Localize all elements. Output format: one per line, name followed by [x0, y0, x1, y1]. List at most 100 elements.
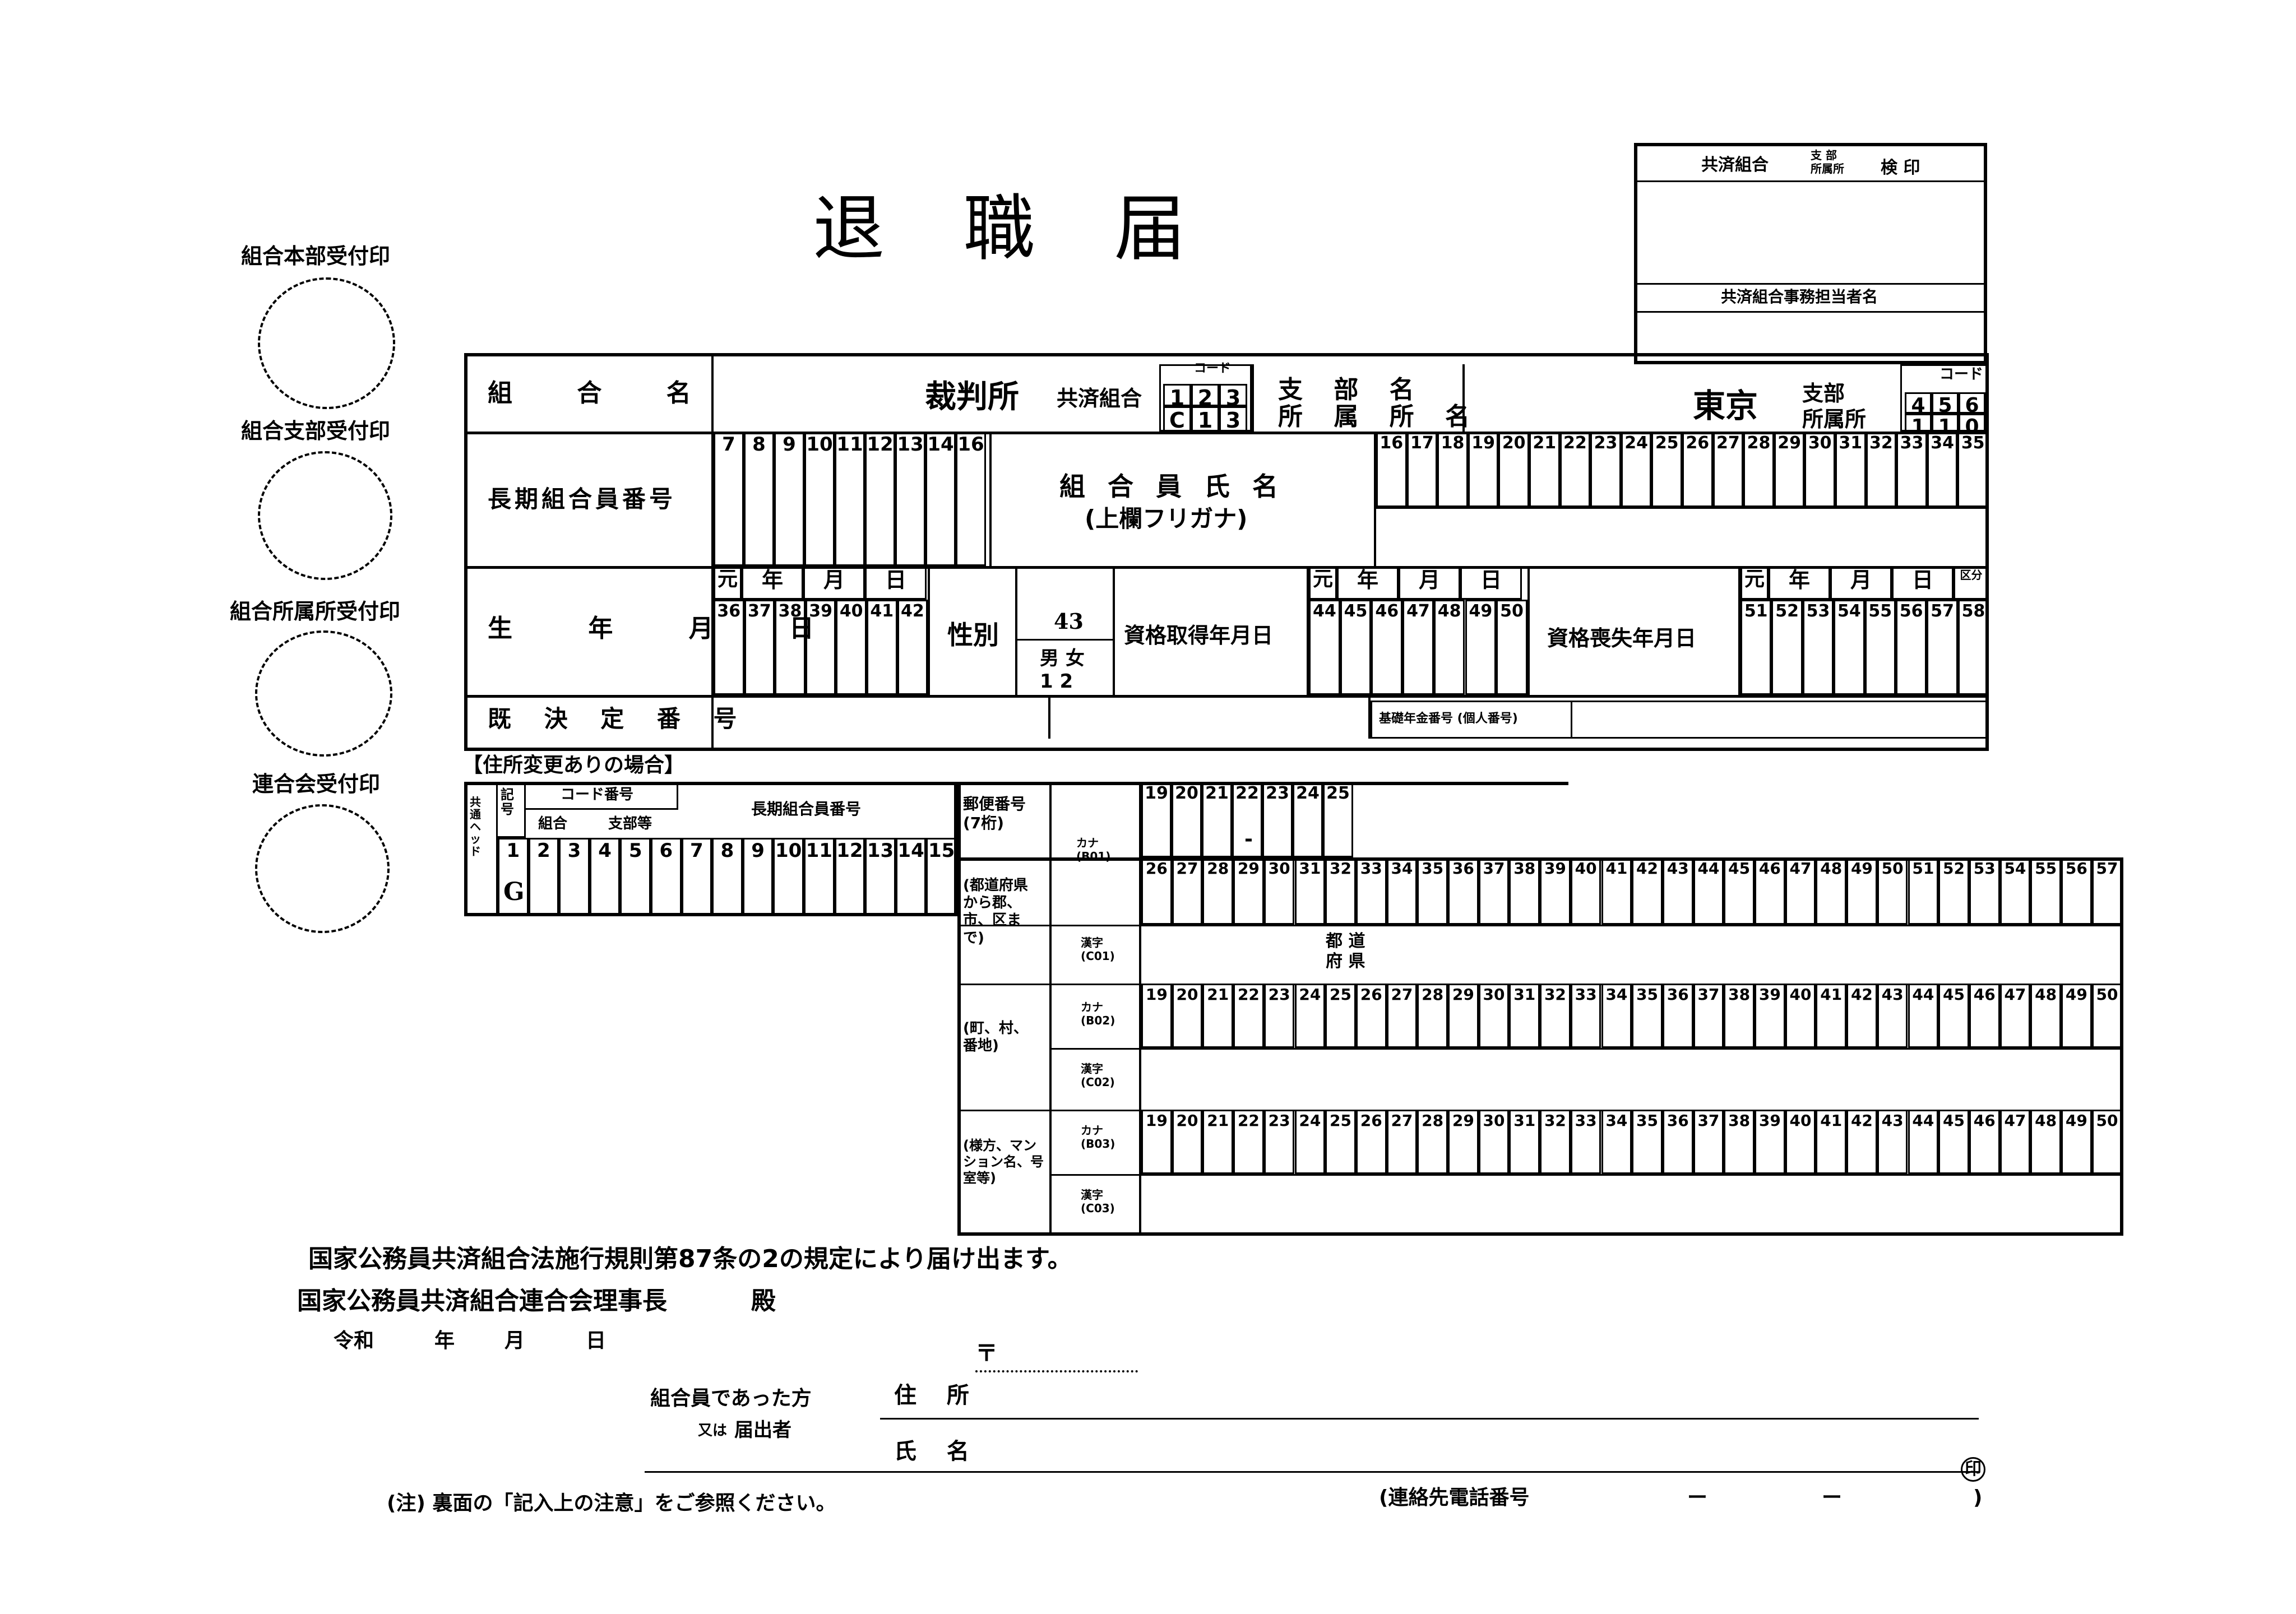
- b02-cell[interactable]: [1540, 984, 1571, 1048]
- b02-cell[interactable]: [1632, 984, 1663, 1048]
- name-line[interactable]: [645, 1471, 1979, 1473]
- birth-era-cell[interactable]: [714, 566, 742, 600]
- b01-cell[interactable]: [1908, 857, 1939, 925]
- acquire-date-cell[interactable]: [1465, 600, 1497, 695]
- birth-date-cell[interactable]: [867, 600, 897, 695]
- b03-cell[interactable]: [1141, 1110, 1172, 1174]
- birth-date-cell[interactable]: [805, 600, 836, 695]
- b01-cell[interactable]: [1632, 857, 1663, 925]
- acquire-date-cell[interactable]: [1309, 600, 1340, 695]
- b01-cell[interactable]: [1846, 857, 1877, 925]
- loss-era-cell[interactable]: [1740, 566, 1769, 600]
- b01-cell[interactable]: [1785, 857, 1816, 925]
- b03-cell[interactable]: [1202, 1110, 1234, 1174]
- b02-cell[interactable]: [1417, 984, 1448, 1048]
- b02-cell[interactable]: [1509, 984, 1540, 1048]
- postal-code-cell[interactable]: [1172, 782, 1202, 857]
- union-code-top-cell[interactable]: [1191, 384, 1219, 406]
- member-name-cell[interactable]: [1774, 432, 1805, 507]
- member-number-cell[interactable]: [804, 432, 835, 566]
- member-name-cell[interactable]: [1651, 432, 1682, 507]
- b01-cell[interactable]: [1172, 857, 1203, 925]
- acquire-date-cell[interactable]: [1433, 600, 1465, 695]
- b01-cell[interactable]: [1355, 857, 1387, 925]
- b03-cell[interactable]: [1355, 1110, 1387, 1174]
- postal-code-cell[interactable]: [1323, 782, 1353, 857]
- b02-cell[interactable]: [2061, 984, 2092, 1048]
- b02-cell[interactable]: [1263, 984, 1295, 1048]
- postal-code-cell[interactable]: [1232, 782, 1262, 857]
- member-name-cell[interactable]: [1835, 432, 1866, 507]
- b03-cell[interactable]: [2030, 1110, 2061, 1174]
- b03-cell[interactable]: [1938, 1110, 1969, 1174]
- member-number-cell[interactable]: [744, 432, 774, 566]
- b03-cell[interactable]: [1294, 1110, 1326, 1174]
- b03-cell[interactable]: [2091, 1110, 2123, 1174]
- b02-cell[interactable]: [1693, 984, 1724, 1048]
- b01-cell[interactable]: [1877, 857, 1908, 925]
- loss-ymd-cell[interactable]: [1830, 566, 1892, 600]
- b03-cell[interactable]: [1755, 1110, 1785, 1174]
- address-code-cell[interactable]: [651, 838, 682, 916]
- b01-cell[interactable]: [1386, 857, 1418, 925]
- member-name-cell[interactable]: [1866, 432, 1897, 507]
- b01-cell[interactable]: [2061, 857, 2092, 925]
- acquire-date-cell[interactable]: [1371, 600, 1403, 695]
- postal-code-cell[interactable]: [1293, 782, 1323, 857]
- branch-code-bottom-cell[interactable]: [1905, 414, 1932, 432]
- address-code-cell[interactable]: [681, 838, 712, 916]
- loss-date-cell[interactable]: [1771, 600, 1803, 695]
- address-code-cell[interactable]: [528, 838, 559, 916]
- b02-cell[interactable]: [1662, 984, 1693, 1048]
- loss-kubun-cell[interactable]: [1954, 566, 1989, 600]
- b03-cell[interactable]: [1601, 1110, 1632, 1174]
- b01-cell[interactable]: [1294, 857, 1326, 925]
- address-code-cell[interactable]: [926, 838, 957, 916]
- b01-cell[interactable]: [1693, 857, 1724, 925]
- address-code-cell[interactable]: [620, 838, 651, 916]
- member-name-cell[interactable]: [1529, 432, 1560, 507]
- b01-cell[interactable]: [1141, 857, 1172, 925]
- birth-ymd-cell[interactable]: [742, 566, 803, 600]
- b03-cell[interactable]: [1325, 1110, 1356, 1174]
- birth-date-cell[interactable]: [744, 600, 775, 695]
- address-line[interactable]: [880, 1418, 1979, 1420]
- b01-cell[interactable]: [1938, 857, 1969, 925]
- member-name-cell[interactable]: [1590, 432, 1621, 507]
- b02-cell[interactable]: [1755, 984, 1785, 1048]
- b02-cell[interactable]: [1724, 984, 1755, 1048]
- postal-code-cell[interactable]: [1202, 782, 1232, 857]
- b03-cell[interactable]: [1662, 1110, 1693, 1174]
- union-code-top-cell[interactable]: [1219, 384, 1247, 406]
- b01-cell[interactable]: [1509, 857, 1540, 925]
- b02-cell[interactable]: [1355, 984, 1387, 1048]
- loss-date-cell[interactable]: [1957, 600, 1989, 695]
- acquire-era-cell[interactable]: [1309, 566, 1337, 600]
- b03-cell[interactable]: [1632, 1110, 1663, 1174]
- address-code-cell[interactable]: [804, 838, 835, 916]
- b02-cell[interactable]: [1877, 984, 1908, 1048]
- address-code-cell[interactable]: [865, 838, 896, 916]
- loss-date-cell[interactable]: [1927, 600, 1958, 695]
- postal-code-cell[interactable]: [1141, 782, 1172, 857]
- b01-cell[interactable]: [1417, 857, 1448, 925]
- member-name-cell[interactable]: [1743, 432, 1774, 507]
- b01-cell[interactable]: [1540, 857, 1571, 925]
- member-name-cell[interactable]: [1804, 432, 1835, 507]
- b02-cell[interactable]: [1601, 984, 1632, 1048]
- address-code-cell[interactable]: [895, 838, 927, 916]
- postal-code-cell[interactable]: [1262, 782, 1293, 857]
- b01-cell[interactable]: [1570, 857, 1601, 925]
- b03-cell[interactable]: [1570, 1110, 1601, 1174]
- b01-cell[interactable]: [1724, 857, 1755, 925]
- b02-cell[interactable]: [1478, 984, 1510, 1048]
- b02-cell[interactable]: [1938, 984, 1969, 1048]
- b01-cell[interactable]: [1999, 857, 2031, 925]
- loss-date-cell[interactable]: [1896, 600, 1927, 695]
- b01-cell[interactable]: [1448, 857, 1479, 925]
- acquire-ymd-cell[interactable]: [1337, 566, 1399, 600]
- b03-cell[interactable]: [1448, 1110, 1479, 1174]
- b01-cell[interactable]: [2091, 857, 2123, 925]
- member-name-cell[interactable]: [1559, 432, 1591, 507]
- address-code-cell[interactable]: [742, 838, 774, 916]
